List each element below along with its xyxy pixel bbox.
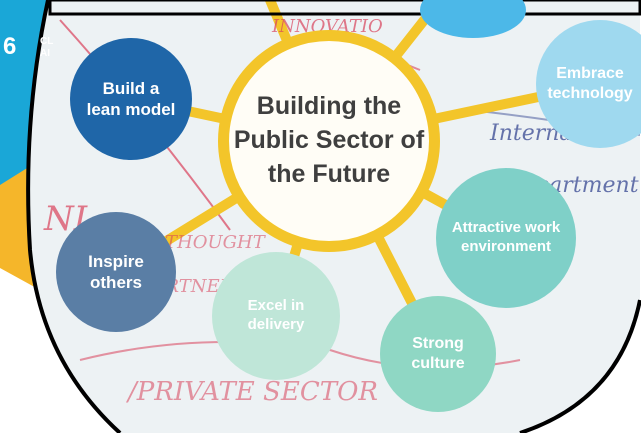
- node-embrace-technology: Embrace technology: [536, 20, 641, 148]
- badge-number: 6: [3, 33, 17, 60]
- node-build-lean-model: Build a lean model: [70, 38, 192, 160]
- node-inspire-others: Inspire others: [56, 212, 176, 332]
- hub-title-line2: Public Sector of: [233, 126, 425, 155]
- node-label-line2: technology: [547, 85, 633, 102]
- badge-text: CL AI: [40, 36, 54, 59]
- node-label-line1: Inspire: [88, 251, 144, 271]
- node-label-line1: Embrace: [556, 65, 624, 82]
- node-label-line1: Strong: [412, 335, 464, 352]
- node-label-line2: others: [90, 273, 142, 292]
- node-label-line2: culture: [411, 355, 465, 372]
- node-excel-in-delivery: Excel in delivery: [212, 252, 340, 380]
- hub-title-line3: the Future: [267, 159, 391, 188]
- node-label-line2: lean model: [86, 100, 176, 119]
- node-attractive-work-environment: Attractive work environment: [436, 168, 576, 308]
- svg-text:/PRIVATE SECTOR: /PRIVATE SECTOR: [125, 377, 378, 407]
- svg-text:THOUGHT: THOUGHT: [165, 232, 267, 253]
- node-label-line2: environment: [460, 238, 551, 255]
- hub-building-public-sector: Building the Public Sector of the Future: [218, 30, 440, 252]
- node-label-line2: delivery: [247, 316, 305, 333]
- hub-title-line1: Building the: [256, 92, 402, 121]
- node-strong-culture: Strong culture: [380, 296, 496, 412]
- svg-text:INNOVATIO: INNOVATIO: [271, 16, 383, 37]
- node-label-line1: Excel in: [247, 297, 305, 315]
- lens-top-bar: [48, 0, 641, 16]
- lens-outline: [26, 0, 641, 433]
- node-label-line1: Build a: [102, 78, 160, 98]
- node-label-line1: Attractive work: [451, 219, 561, 237]
